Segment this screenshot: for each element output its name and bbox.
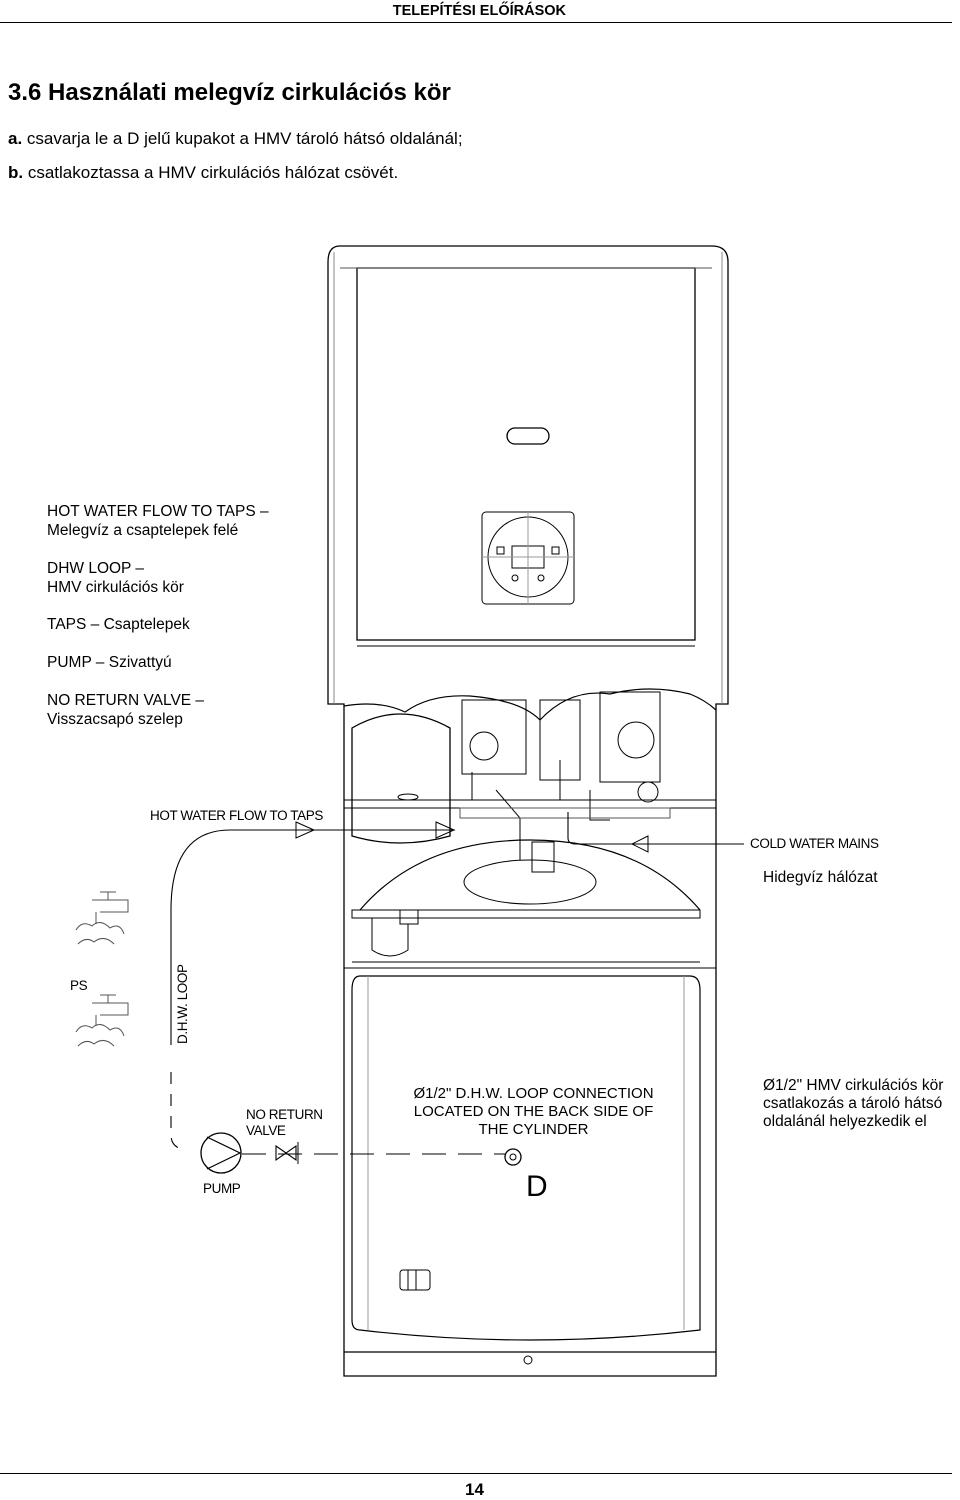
control-knob-a <box>511 574 519 582</box>
connection-note-en: Ø1/2" D.H.W. LOOP CONNECTION LOCATED ON … <box>406 1085 661 1139</box>
connection-note-en-1: Ø1/2" D.H.W. LOOP CONNECTION <box>413 1085 654 1102</box>
pressure-gauge <box>637 781 659 803</box>
manifold-rail <box>459 807 671 819</box>
connection-note-en-2: LOCATED ON THE BACK SIDE OF <box>413 1103 654 1120</box>
connection-note-en-3: THE CYLINDER <box>478 1121 589 1138</box>
cylinder-bottom-pipe <box>371 918 409 957</box>
display-slot <box>506 427 550 445</box>
legend-dhw-loop-en: DHW LOOP – <box>47 560 145 577</box>
pump-symbol <box>200 1132 242 1174</box>
step-b: b. csatlakoztassa a HMV cirkulációs háló… <box>8 163 398 183</box>
cylinder-band <box>351 909 701 919</box>
pump-body <box>461 699 527 775</box>
step-b-letter: b. <box>8 163 24 182</box>
step-a-letter: a. <box>8 129 23 148</box>
inner-pipe-3 <box>589 790 610 821</box>
label-dhw-loop-vertical: D.H.W. LOOP <box>175 964 190 1044</box>
legend-hot-water-hu: Melegvíz a csaptelepek felé <box>47 522 239 539</box>
legend-pump: PUMP – Szivattyú <box>47 654 172 671</box>
label-no-return-2: VALVE <box>246 1123 286 1138</box>
cold-water-arrow <box>630 835 649 853</box>
tap-icon-lower <box>75 994 129 1047</box>
legend-nrv-hu: Visszacsapó szelep <box>47 711 183 728</box>
header-title: TELEPÍTÉSI ELŐÍRÁSOK <box>392 3 566 19</box>
header-rule <box>0 22 952 23</box>
legend-hot-water: HOT WATER FLOW TO TAPS – Melegvíz a csap… <box>47 502 269 540</box>
cold-water-line <box>567 812 744 845</box>
cylinder-dome <box>359 839 701 911</box>
no-return-valve-symbol <box>275 1144 297 1162</box>
legend-nrv-en: NO RETURN VALVE – <box>47 692 205 709</box>
d-connection-core <box>509 1153 517 1161</box>
page-number: 14 <box>465 1480 484 1499</box>
legend-dhw-loop: DHW LOOP – HMV cirkulációs kör <box>47 559 184 597</box>
legend-dhw-loop-hu: HMV cirkulációs kör <box>47 579 184 596</box>
step-b-text: csatlakoztassa a HMV cirkulációs hálózat… <box>23 163 399 182</box>
drain-fitting <box>399 1269 431 1291</box>
connection-note-hu-3: oldalánál helyezkedik el <box>763 1113 927 1130</box>
expansion-vessel <box>351 713 451 844</box>
hot-water-arrow-1 <box>295 821 316 839</box>
d-connection-ring <box>504 1148 522 1166</box>
cylinder-body <box>351 975 701 1341</box>
hot-water-flow-line <box>170 829 455 1045</box>
control-button-right <box>551 546 560 555</box>
thermostat-valve <box>531 841 555 873</box>
connection-note-hu: Ø1/2" HMV cirkulációs kör csatlakozás a … <box>763 1077 943 1131</box>
legend-hot-water-en: HOT WATER FLOW TO TAPS – <box>47 503 269 520</box>
base-screw <box>523 1355 533 1365</box>
vessel-nut <box>399 909 419 925</box>
dhw-loop-dashed <box>170 1072 187 1151</box>
vessel-valve <box>397 793 419 801</box>
label-cold-water-hu: Hidegvíz hálózat <box>763 869 878 886</box>
step-a-text: csavarja le a D jelű kupakot a HMV tárol… <box>22 129 463 148</box>
label-no-return-1: NO RETURN <box>246 1107 323 1122</box>
connection-note-hu-1: Ø1/2" HMV cirkulációs kör <box>763 1077 944 1094</box>
label-hot-water-flow: HOT WATER FLOW TO TAPS <box>150 808 323 823</box>
label-d-connection: D <box>526 1170 548 1203</box>
legend-taps: TAPS – Csaptelepek <box>47 616 190 633</box>
step-a: a. csavarja le a D jelű kupakot a HMV tá… <box>8 129 463 149</box>
cylinder-flange <box>463 859 597 905</box>
diverter-valve <box>599 691 661 783</box>
connection-note-hu-2: csatlakozás a tároló hátsó <box>763 1095 943 1112</box>
label-pump: PUMP <box>203 1181 241 1196</box>
tap-icon-upper <box>75 891 129 945</box>
casing-outline <box>327 245 729 1377</box>
control-button-left <box>496 546 505 555</box>
label-cold-water-mains: COLD WATER MAINS <box>750 836 879 851</box>
pump-motor <box>469 731 499 761</box>
footer-rule <box>0 1473 952 1474</box>
hot-water-arrow-2 <box>435 821 456 839</box>
front-panel <box>356 267 696 641</box>
section-title: 3.6 Használati melegvíz cirkulációs kör <box>8 79 451 106</box>
label-taps-partial: PS <box>70 978 88 993</box>
pump-symbol-triangle <box>206 1136 242 1170</box>
control-knob-b <box>537 574 545 582</box>
service-shelf <box>343 799 717 809</box>
diverter-gauge <box>617 721 655 759</box>
legend-no-return-valve: NO RETURN VALVE – Visszacsapó szelep <box>47 691 204 729</box>
